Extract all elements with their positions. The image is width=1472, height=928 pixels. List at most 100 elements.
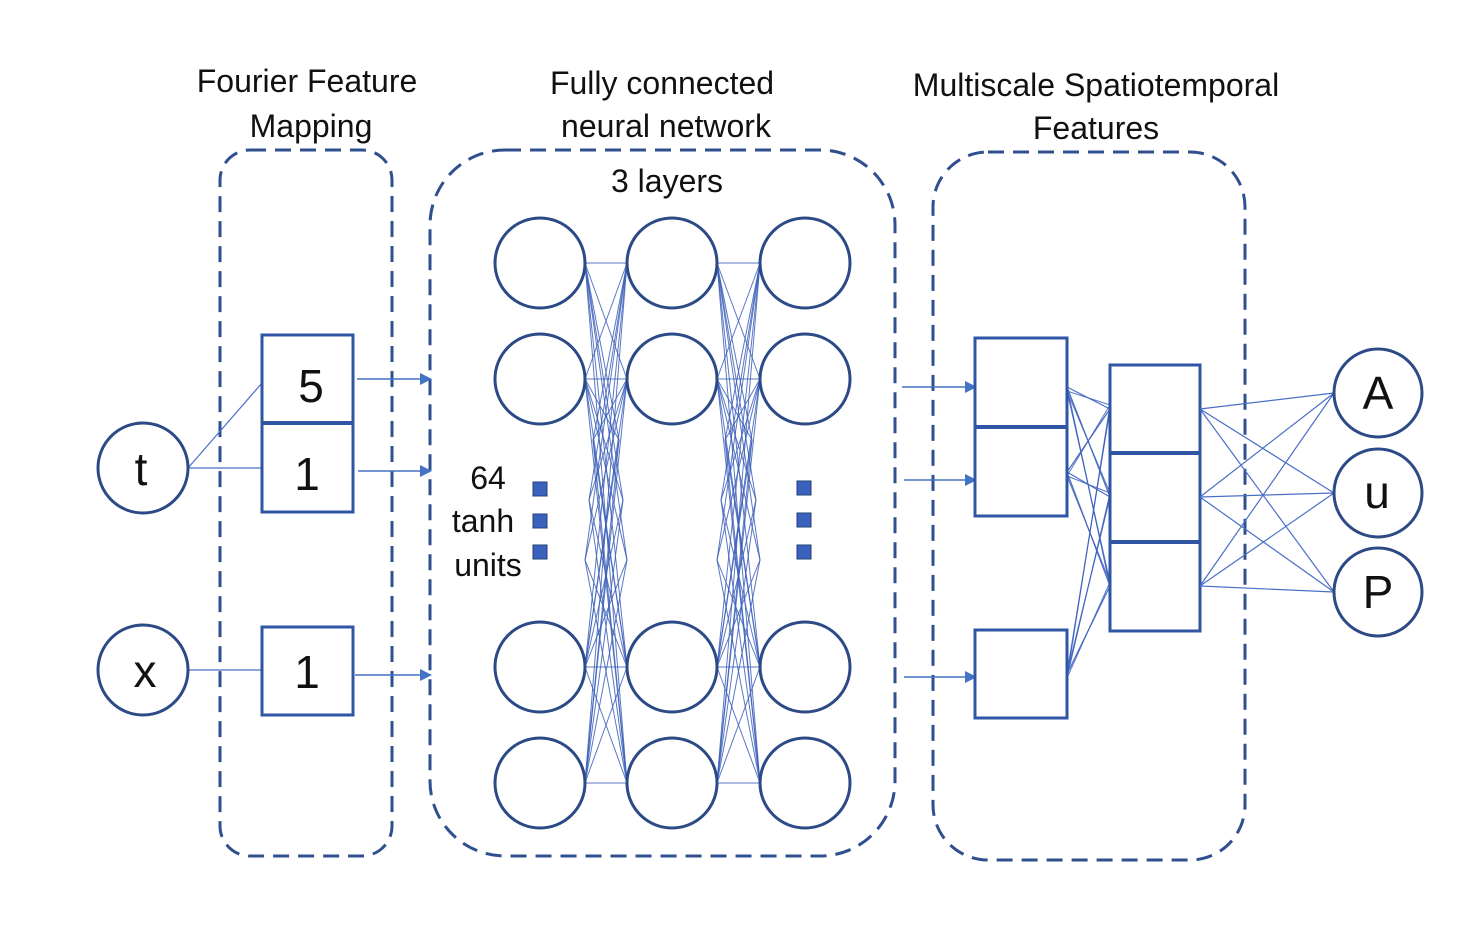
units-label-activation: tanh <box>452 503 514 539</box>
multiscale-section-border <box>931 150 1247 862</box>
feature-box-right <box>1108 363 1202 455</box>
input-node-x: x <box>96 623 190 717</box>
feature-edge <box>1066 581 1111 679</box>
feature-connections <box>1066 386 1111 679</box>
network-edge <box>584 439 620 784</box>
network-edge <box>716 439 753 668</box>
network-edge <box>716 559 761 784</box>
ellipsis-left <box>532 481 548 560</box>
network-edge <box>592 439 628 784</box>
output-edge <box>1199 492 1335 498</box>
ellipsis-dot <box>796 480 812 496</box>
multiscale-title-line2: Features <box>1033 110 1159 146</box>
network-edge <box>588 499 628 784</box>
output-edge <box>1199 408 1335 494</box>
fourier-box-label: 5 <box>298 360 324 412</box>
network-neuron <box>758 216 852 310</box>
feature-edge <box>1066 475 1111 583</box>
network-edge <box>716 262 761 561</box>
network-edge <box>716 439 753 784</box>
fourier-title-line2: Mapping <box>250 108 373 144</box>
output-edge <box>1199 492 1335 587</box>
feature-box-right <box>1108 540 1202 633</box>
network-edge <box>716 499 757 668</box>
network-edge <box>592 262 628 441</box>
feature-edge <box>1066 404 1111 679</box>
output-node-A: A <box>1332 347 1424 439</box>
output-edge <box>1199 585 1335 593</box>
network-edge <box>720 499 761 668</box>
ellipsis-dot <box>532 513 548 529</box>
fourier-box-label: 1 <box>294 646 320 698</box>
feature-box-left <box>973 336 1069 429</box>
network-edge <box>716 262 761 784</box>
network-section-border <box>428 148 897 858</box>
output-edge <box>1199 392 1335 587</box>
network-neuron <box>625 736 719 830</box>
layers-label: 3 layers <box>611 163 723 199</box>
output-node-u: u <box>1332 447 1424 539</box>
feature-edge <box>1066 404 1111 477</box>
network-edge <box>724 378 761 441</box>
units-label-count: 64 <box>470 460 506 496</box>
output-edge <box>1199 392 1335 410</box>
network-edge <box>724 262 761 441</box>
network-edge <box>584 499 624 668</box>
ellipsis-dot <box>796 512 812 528</box>
network-connections <box>584 262 761 784</box>
network-edge <box>716 262 761 380</box>
output-edge <box>1199 496 1335 593</box>
ellipsis-dot <box>532 544 548 560</box>
network-neuron <box>758 736 852 830</box>
network-edge <box>584 559 628 784</box>
network-edge <box>724 439 761 784</box>
network-edge <box>716 262 753 441</box>
network-edge <box>584 262 628 561</box>
network-edge <box>588 378 628 501</box>
multiscale-title-line1: Multiscale Spatiotemporal <box>913 67 1279 103</box>
network-neuron <box>493 620 587 714</box>
network-neuron <box>625 620 719 714</box>
network-neuron <box>625 332 719 426</box>
input-label-x: x <box>134 645 157 697</box>
output-edge <box>1199 392 1335 498</box>
feature-box-left <box>973 425 1069 518</box>
network-edge <box>584 559 628 668</box>
units-label-units: units <box>454 547 522 583</box>
input-node-t: t <box>96 421 190 515</box>
feature-box-left <box>973 628 1069 720</box>
network-edge <box>716 666 761 784</box>
output-label-A: A <box>1363 367 1394 419</box>
network-to-features-arrows <box>902 381 977 683</box>
network-neuron <box>625 216 719 310</box>
input-connections <box>187 382 263 671</box>
fourier-box-t-1: 1 <box>260 421 355 514</box>
fourier-box-t-5: 5 <box>260 333 355 425</box>
network-neuron <box>758 332 852 426</box>
network-neuron <box>493 332 587 426</box>
fourier-box-label: 1 <box>294 448 320 500</box>
feature-box-right <box>1108 451 1202 544</box>
ellipsis-dot <box>532 481 548 497</box>
output-label-u: u <box>1364 466 1390 518</box>
network-edge <box>584 666 628 784</box>
fourier-to-network-arrows <box>355 373 432 681</box>
network-edge <box>584 439 620 668</box>
fourier-title-line1: Fourier Feature <box>197 63 418 99</box>
network-neuron <box>758 620 852 714</box>
network-edge <box>584 499 624 784</box>
feature-edge <box>1066 475 1111 494</box>
network-edge <box>588 499 628 668</box>
network-edge <box>716 559 761 668</box>
network-edge <box>584 262 628 380</box>
ellipsis-dot <box>796 544 812 560</box>
feature-edge <box>1066 390 1111 406</box>
network-neuron <box>493 216 587 310</box>
network-edge <box>724 439 761 668</box>
feature-edge <box>1066 492 1111 679</box>
network-title-line2: neural network <box>561 108 772 144</box>
network-edge <box>716 499 757 784</box>
network-edge <box>584 262 628 784</box>
network-edge <box>584 262 620 441</box>
feature-edge <box>1066 390 1111 494</box>
